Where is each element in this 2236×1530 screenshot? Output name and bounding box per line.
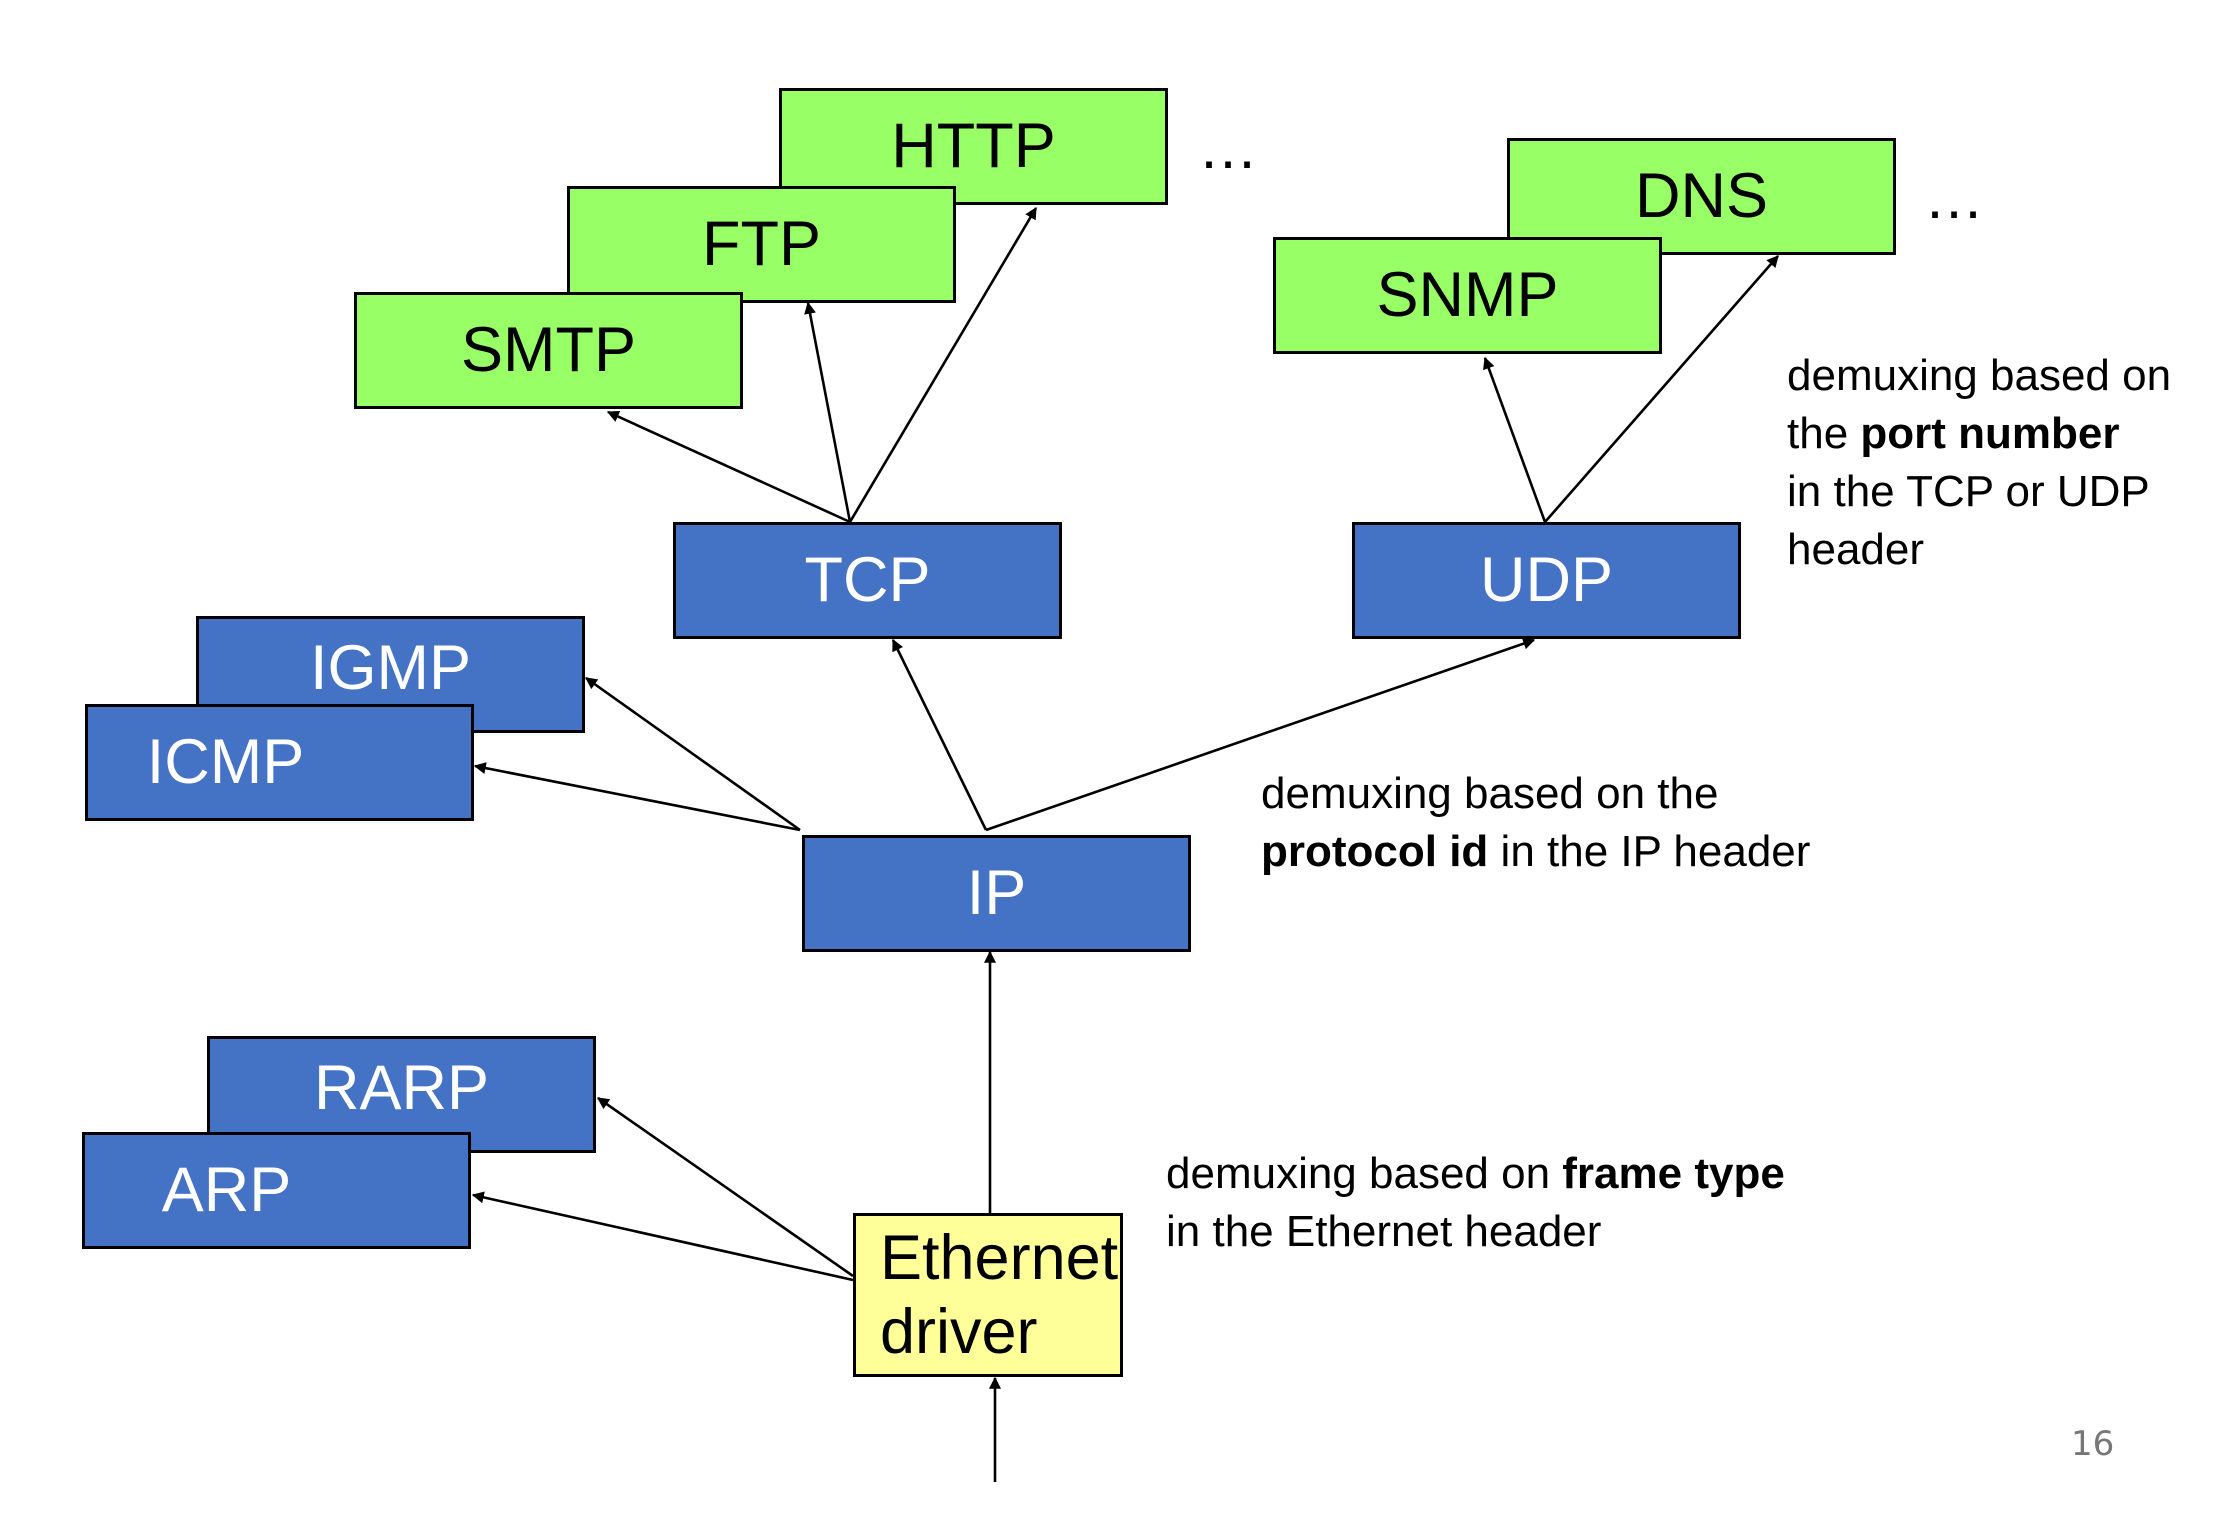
rarp-label: RARP [313,1053,490,1123]
ethernet-driver-label-line1: Ethernet [880,1222,1119,1293]
tcp-label: TCP [804,545,931,615]
arrow-tcp-to-ftp [804,301,852,523]
port-note-line4: header [1787,525,1925,574]
port-note-line2: the port number [1787,405,2171,463]
frame-type-note: demuxing based on frame type in the Ethe… [1166,1145,1785,1261]
protocol-note-line2: protocol id in the IP header [1261,823,1810,881]
protocol-id-note: demuxing based on the protocol id in the… [1261,765,1810,881]
icmp-label: ICMP [146,727,305,797]
ftp-label: FTP [702,209,821,279]
arrow-ip-to-tcp [891,638,988,831]
port-note-line3: in the TCP or UDP [1787,467,2150,516]
snmp-label: SNMP [1376,260,1559,330]
ethernet-driver-box: Ethernet driver [853,1213,1123,1377]
tcp-box: TCP [673,522,1062,639]
smtp-box: SMTP [354,292,743,409]
protocol-note-line2-bold: protocol id [1261,827,1489,876]
frame-note-line2: in the Ethernet header [1166,1207,1602,1256]
protocol-note-line2-post: in the IP header [1488,827,1811,876]
arrow-tcp-to-smtp [606,410,851,524]
arrow-udp-to-dns [1544,255,1779,523]
arrow-ethernet-to-rarp [597,1096,854,1278]
udp-label: UDP [1479,545,1613,615]
ethernet-driver-label-line2: driver [880,1297,1038,1367]
protocol-note-line1: demuxing based on the [1261,769,1719,818]
dns-box: DNS [1507,138,1896,255]
arrow-ip-to-igmp [585,676,801,832]
arrow-ip-to-udp [985,637,1536,832]
udp-box: UDP [1352,522,1741,639]
port-note-line1: demuxing based on [1787,351,2172,400]
port-note-line2-bold: port number [1860,409,2120,458]
arp-label: ARP [161,1155,292,1225]
arrow-ip-to-icmp [473,762,801,832]
dns-label: DNS [1634,161,1768,231]
http-label: HTTP [891,111,1056,181]
port-note-line2-pre: the [1787,409,1861,458]
udp-apps-ellipsis: … [1924,164,1984,231]
ip-label: IP [966,858,1027,928]
frame-note-line1: demuxing based on frame type [1166,1145,1785,1203]
tcp-apps-ellipsis: … [1198,114,1258,181]
ftp-box: FTP [567,186,956,303]
frame-note-line1-pre: demuxing based on [1166,1149,1563,1198]
port-number-note: demuxing based on the port number in the… [1787,347,2171,579]
snmp-box: SNMP [1273,237,1662,354]
icmp-box: ICMP [85,704,474,821]
arp-box: ARP [82,1132,471,1249]
ip-box: IP [802,835,1191,952]
frame-note-line1-bold: frame type [1562,1149,1785,1198]
http-box: HTTP [779,88,1168,205]
igmp-label: IGMP [309,633,471,703]
arrow-ethernet-to-arp [471,1191,854,1282]
smtp-label: SMTP [460,315,636,385]
page-number: 16 [2071,1424,2115,1464]
arrow-tcp-to-http [848,206,1038,523]
arrow-udp-to-snmp [1483,356,1547,523]
